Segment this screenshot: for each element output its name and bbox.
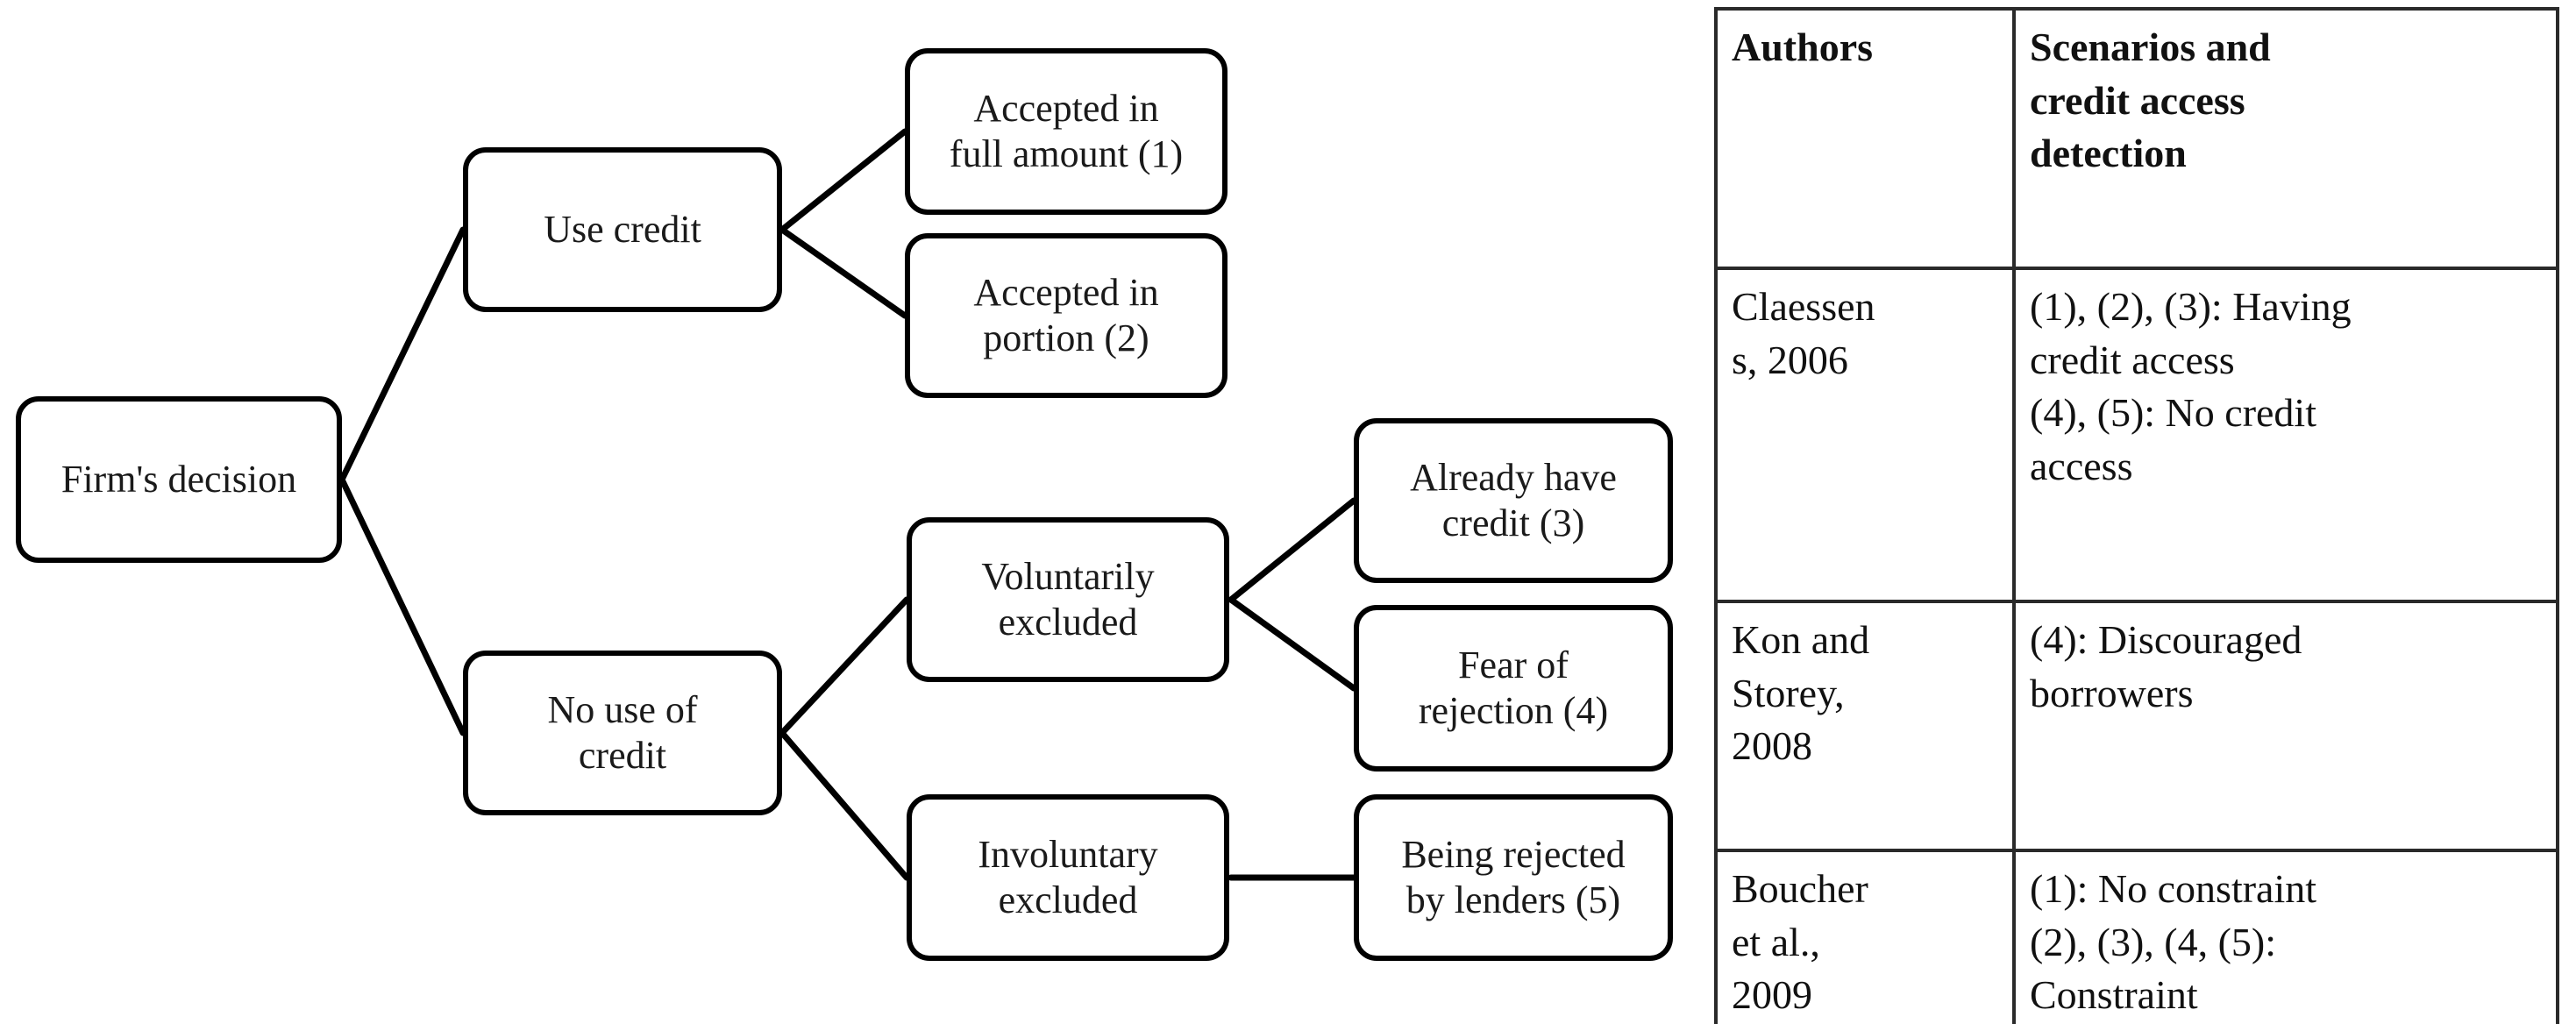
node-already-have-credit[interactable]: Already have credit (3) xyxy=(1354,418,1673,583)
table-cell-scenarios: (1), (2), (3): Having credit access (4),… xyxy=(2012,267,2559,603)
edge-voluntarily-to-already-have-credit xyxy=(1228,497,1357,603)
node-involuntary-excluded-label: Involuntary excluded xyxy=(978,833,1158,921)
node-fear-of-rejection-label: Fear of rejection (4) xyxy=(1418,644,1609,732)
edge-use-credit-to-accepted-full xyxy=(779,128,908,233)
table-row: Boucher et al., 2009 (1): No constraint … xyxy=(1714,849,2559,1024)
node-accepted-in-portion-label: Accepted in portion (2) xyxy=(973,271,1159,359)
table-cell-scenarios-text: (1), (2), (3): Having credit access (4),… xyxy=(2030,284,2352,489)
node-being-rejected-by-lenders-label: Being rejected by lenders (5) xyxy=(1401,833,1626,921)
edge-no-use-credit-to-voluntarily xyxy=(779,596,910,736)
table-cell-scenarios: (4): Discouraged borrowers xyxy=(2012,600,2559,852)
node-being-rejected-by-lenders[interactable]: Being rejected by lenders (5) xyxy=(1354,794,1673,961)
node-accepted-in-portion[interactable]: Accepted in portion (2) xyxy=(905,233,1228,398)
table-cell-authors-text: Kon and Storey, 2008 xyxy=(1732,617,1870,769)
node-no-use-of-credit[interactable]: No use of credit xyxy=(463,651,782,815)
edge-root-to-use-credit xyxy=(338,226,466,483)
node-voluntarily-excluded[interactable]: Voluntarily excluded xyxy=(907,517,1229,682)
table-cell-scenarios-text: (4): Discouraged borrowers xyxy=(2030,617,2302,715)
table-cell-authors-text: Boucher et al., 2009 xyxy=(1732,866,1868,1018)
table-header-row: Authors Scenarios and credit access dete… xyxy=(1714,7,2559,270)
edge-use-credit-to-accepted-portion xyxy=(779,226,908,319)
table-cell-authors: Boucher et al., 2009 xyxy=(1714,849,2016,1024)
node-already-have-credit-label: Already have credit (3) xyxy=(1410,456,1617,544)
node-firms-decision-label: Firm's decision xyxy=(60,458,297,501)
table-row: Claessen s, 2006 (1), (2), (3): Having c… xyxy=(1714,267,2559,603)
edge-root-to-no-use-credit xyxy=(338,476,466,736)
node-use-credit-label: Use credit xyxy=(544,208,701,252)
table-cell-authors: Kon and Storey, 2008 xyxy=(1714,600,2016,852)
node-voluntarily-excluded-label: Voluntarily excluded xyxy=(981,555,1155,644)
node-involuntary-excluded[interactable]: Involuntary excluded xyxy=(907,794,1229,961)
edge-no-use-credit-to-involuntary xyxy=(779,729,910,881)
scenarios-reference-table: Authors Scenarios and credit access dete… xyxy=(1714,7,2559,1024)
table-cell-authors: Claessen s, 2006 xyxy=(1714,267,2016,603)
node-firms-decision[interactable]: Firm's decision xyxy=(16,396,342,563)
node-fear-of-rejection[interactable]: Fear of rejection (4) xyxy=(1354,605,1673,772)
table-cell-scenarios-text: (1): No constraint (2), (3), (4, (5): Co… xyxy=(2030,866,2317,1018)
decision-tree-diagram: Firm's decision Use credit No use of cre… xyxy=(16,48,1673,961)
edge-voluntarily-to-fear-of-rejection xyxy=(1228,596,1357,692)
table-row: Kon and Storey, 2008 (4): Discouraged bo… xyxy=(1714,600,2559,852)
node-use-credit[interactable]: Use credit xyxy=(463,147,782,312)
table-header-scenarios: Scenarios and credit access detection xyxy=(2012,7,2559,270)
table-header-authors: Authors xyxy=(1714,7,2016,270)
node-accepted-in-full-amount-label: Accepted in full amount (1) xyxy=(949,87,1184,175)
node-accepted-in-full-amount[interactable]: Accepted in full amount (1) xyxy=(905,48,1228,215)
table-header-scenarios-text: Scenarios and credit access detection xyxy=(2030,25,2271,176)
table-cell-authors-text: Claessen s, 2006 xyxy=(1732,284,1875,382)
table-cell-scenarios: (1): No constraint (2), (3), (4, (5): Co… xyxy=(2012,849,2559,1024)
node-no-use-of-credit-label: No use of credit xyxy=(547,688,698,777)
table-header-authors-text: Authors xyxy=(1732,25,1874,69)
